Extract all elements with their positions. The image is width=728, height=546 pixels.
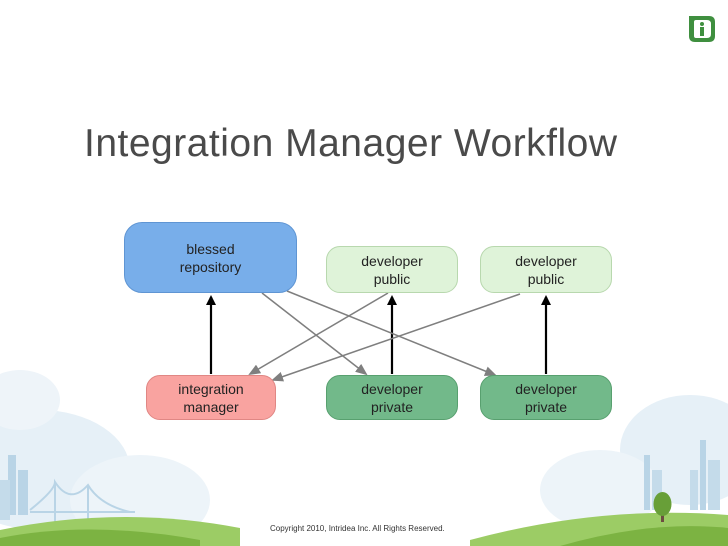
node-developer-private-2: developer private xyxy=(480,375,612,420)
node-developer-public-1: developer public xyxy=(326,246,458,293)
node-label-line2: private xyxy=(370,398,414,415)
node-integration-manager: integration manager xyxy=(146,375,276,420)
edge-blessed-to-private1 xyxy=(261,292,368,376)
node-label-line2: repository xyxy=(179,258,242,275)
intridea-logo-icon xyxy=(689,16,715,42)
edge-public1-to-integration xyxy=(248,292,389,376)
node-label-line1: blessed xyxy=(186,240,235,257)
node-label-line2: manager xyxy=(183,398,239,415)
node-label-line1: integration xyxy=(178,380,244,397)
node-label-line2: private xyxy=(524,398,568,415)
node-developer-public-2: developer public xyxy=(480,246,612,293)
node-blessed-repository: blessed repository xyxy=(124,222,297,293)
node-label-line1: developer xyxy=(361,252,423,269)
node-label-line1: developer xyxy=(515,380,577,397)
edge-public2-to-integration xyxy=(271,293,521,382)
node-developer-private-1: developer private xyxy=(326,375,458,420)
copyright-footer: Copyright 2010, Intridea Inc. All Rights… xyxy=(270,524,445,533)
node-label-line1: developer xyxy=(361,380,423,397)
edge-blessed-to-private2 xyxy=(286,290,497,376)
node-label-line2: public xyxy=(373,270,411,287)
slide-title: Integration Manager Workflow xyxy=(84,122,618,165)
node-label-line1: developer xyxy=(515,252,577,269)
node-label-line2: public xyxy=(527,270,565,287)
